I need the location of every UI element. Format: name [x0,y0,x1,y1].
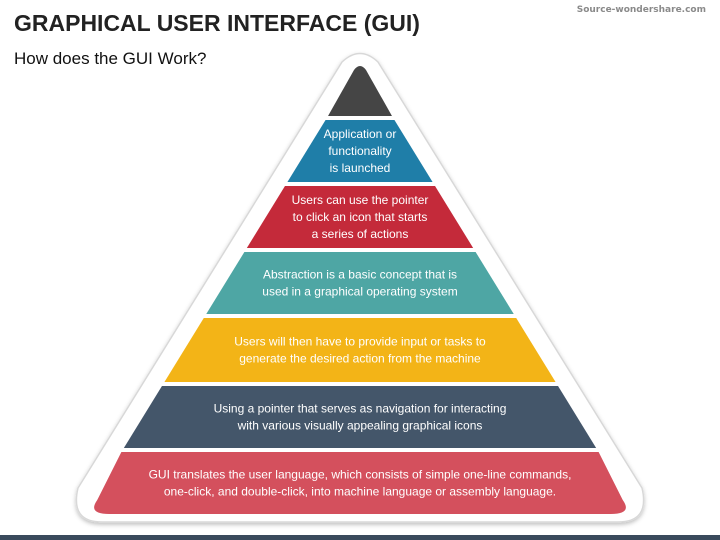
pyramid-layer-6-line-2: with various visually appealing graphica… [237,419,483,433]
pyramid-layer-2-line-3: is launched [330,161,391,175]
pyramid-layer-4-text: Abstraction is a basic concept that is us… [262,268,457,299]
pyramid-layer-5-line-1: Users will then have to provide input or… [234,335,486,349]
pyramid-layer-6-text: Using a pointer that serves as navigatio… [214,402,507,433]
pyramid-layer-2-line-2: functionality [328,144,391,158]
pyramid-layer-2-text: Application or functionality is launched [324,127,397,175]
page-title: GRAPHICAL USER INTERFACE (GUI) [14,10,420,36]
pyramid-layer-3-line-2: to click an icon that starts [293,210,428,224]
pyramid-layer-5 [164,318,556,382]
pyramid-layer-3-line-1: Users can use the pointer [292,193,429,207]
page-subtitle: How does the GUI Work? [14,49,207,68]
pyramid-layer-2 [287,120,433,182]
pyramid-layer-1 [328,66,392,116]
pyramid-layer-3-line-3: a series of actions [312,227,409,241]
pyramid-layer-7-line-1: GUI translates the user language, which … [149,468,572,482]
source-credit: Source-wondershare.com [576,5,706,15]
bottom-bar [0,535,720,540]
pyramid-layer-7-line-2: one-click, and double-click, into machin… [164,485,556,499]
pyramid-layer-4 [206,252,514,314]
pyramid-layer-7-text: GUI translates the user language, which … [149,468,572,499]
pyramid-layer-6-line-1: Using a pointer that serves as navigatio… [214,402,507,416]
pyramid-layer-4-line-1: Abstraction is a basic concept that is [263,268,457,282]
pyramid-layers: Application or functionality is launchedUs… [94,66,626,514]
pyramid-layer-3 [246,186,474,248]
pyramid-layer-2-line-1: Application or [324,127,397,141]
pyramid-layer-5-text: Users will then have to provide input or… [234,335,486,366]
pyramid-layer-7 [94,452,626,514]
pyramid-layer-5-line-2: generate the desired action from the mac… [239,352,481,366]
pyramid-layer-4-line-2: used in a graphical operating system [262,285,457,299]
pyramid-layer-3-text: Users can use the pointer to click an ico… [292,193,429,241]
pyramid-layer-6 [123,386,597,448]
